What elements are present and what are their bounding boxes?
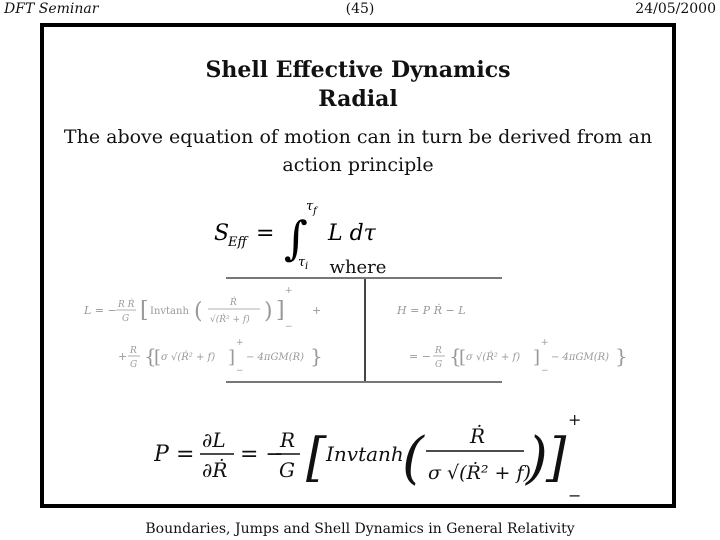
svg-text:L dτ: L dτ [327,221,377,246]
svg-text:−: − [568,486,581,505]
slide-header: DFT Seminar (45) 24/05/2000 [0,0,720,20]
svg-text:]: ] [276,298,285,323]
slide-date: 24/05/2000 [635,1,716,17]
where-label: where [329,257,387,278]
seminar-name: DFT Seminar [4,1,99,17]
svg-text:+: + [568,410,581,429]
svg-text:]: ] [533,347,540,368]
svg-text:S: S [214,221,229,246]
svg-text:− 4πGM(R): − 4πGM(R) [246,352,304,363]
svg-text:Ṙ: Ṙ [469,424,485,448]
svg-text:P: P [154,442,170,467]
svg-text:= −: = − [409,350,431,363]
svg-text:+: + [236,338,244,348]
svg-text:]: ] [545,428,567,488]
svg-text:Ṙ: Ṙ [229,296,237,308]
svg-text:Invtanh: Invtanh [325,442,404,466]
intro-text: The above equation of motion can in turn… [44,123,672,179]
svg-text:σ √(Ṙ² + f): σ √(Ṙ² + f) [428,461,531,484]
svg-text:{: { [449,344,462,368]
slide-title: Shell Effective Dynamics [205,57,511,83]
svg-text:σ √(Ṙ² + f): σ √(Ṙ² + f) [161,351,215,363]
slide-number: (45) [345,1,375,17]
svg-text:i: i [305,261,308,272]
svg-text:[: [ [306,428,327,488]
hamiltonian-equation: H = P Ṙ − L = − R G { [ σ √(Ṙ² + f) ] + … [396,303,628,376]
svg-text:=: = [256,221,274,246]
svg-text:τ: τ [298,255,306,270]
svg-text:τ: τ [306,199,314,214]
svg-text:}: } [310,344,323,368]
svg-text:(: ( [194,299,203,324]
slide-footer: Boundaries, Jumps and Shell Dynamics in … [145,521,575,537]
svg-text:[: [ [154,347,161,368]
svg-text:): ) [525,426,548,491]
slide-frame: Shell Effective Dynamics Radial The abov… [40,23,676,508]
table-divider [364,279,366,383]
svg-text:√(Ṙ² + f): √(Ṙ² + f) [210,313,250,325]
svg-text:}: } [615,344,628,368]
svg-text:+: + [118,350,127,363]
svg-text:∫: ∫ [284,211,308,265]
svg-text:R: R [279,428,295,452]
svg-text:− 4πGM(R): − 4πGM(R) [551,352,609,363]
svg-text:+: + [541,338,549,348]
svg-text:σ √(Ṙ² + f): σ √(Ṙ² + f) [466,351,520,363]
svg-text:L = −: L = − [84,304,117,317]
intro-line-1: The above equation of motion can in turn… [63,126,653,148]
intro-line-2: action principle [282,154,434,176]
svg-text:G: G [435,360,442,370]
table-top-rule [226,277,502,279]
svg-text:G: G [130,360,137,370]
svg-text:∂L: ∂L [202,428,226,452]
svg-text:+: + [312,304,321,317]
svg-text:R: R [434,346,442,356]
lagrangian-hamiltonian-table: L = − R Ṙ G [ Invtanh ( Ṙ √(Ṙ² + f) ) ] … [44,277,672,387]
svg-text:G: G [122,314,129,324]
svg-text:R Ṙ: R Ṙ [117,298,135,310]
slide-subtitle: Radial [318,86,398,112]
svg-text:H = P Ṙ − L: H = P Ṙ − L [396,303,466,317]
svg-text:(: ( [402,426,425,491]
svg-text:Invtanh: Invtanh [150,306,189,317]
svg-text:−: − [541,366,549,376]
momentum-equation: P = ∂L ∂Ṙ = − R G [ Invtanh ( Ṙ σ √(Ṙ² +… [154,410,581,505]
svg-text:[: [ [459,347,466,368]
svg-text:−: − [285,322,293,332]
svg-text:−: − [236,366,244,376]
lagrangian-equation: L = − R Ṙ G [ Invtanh ( Ṙ √(Ṙ² + f) ) ] … [84,286,323,376]
svg-text:+: + [285,286,293,296]
svg-text:f: f [312,206,319,217]
svg-text:{: { [144,344,157,368]
svg-text:∂Ṙ: ∂Ṙ [202,458,227,482]
svg-text:G: G [279,458,295,482]
svg-text:=: = [176,442,194,467]
action-equation: S Eff = ∫ τ f τ i L dτ [214,199,377,272]
svg-text:Eff: Eff [227,235,249,250]
svg-text:]: ] [228,347,235,368]
svg-text:R: R [129,346,137,356]
table-bottom-rule [226,381,502,383]
svg-text:[: [ [140,298,149,323]
svg-text:): ) [264,299,273,324]
